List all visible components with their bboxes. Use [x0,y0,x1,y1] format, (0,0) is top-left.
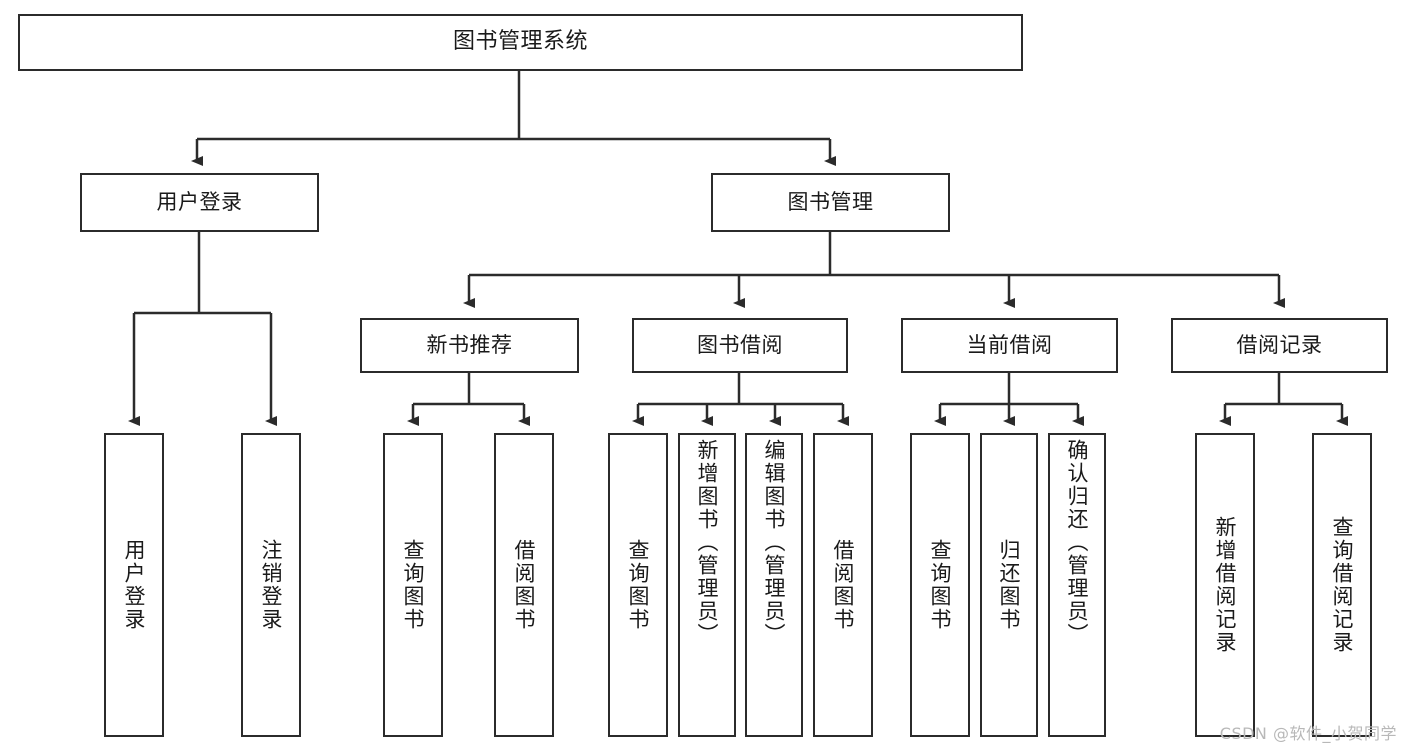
node-book-borrow[interactable]: 图书借阅 [632,318,848,373]
leaf-user-login-login-label: 用户登录 [122,539,147,631]
node-root[interactable]: 图书管理系统 [18,14,1023,71]
node-borrow-record[interactable]: 借阅记录 [1171,318,1388,373]
node-current-borrow-label: 当前借阅 [966,332,1053,357]
leaf-current-confirm-return-label: 确认归还（管理员） [1065,439,1090,646]
leaf-record-query-record[interactable]: 查询借阅记录 [1312,433,1372,737]
leaf-borrow-add-book-label: 新增图书（管理员） [695,439,720,646]
leaf-borrow-query-book-label: 查询图书 [626,539,651,631]
leaf-record-query-record-label: 查询借阅记录 [1330,516,1355,654]
leaf-record-add-record[interactable]: 新增借阅记录 [1195,433,1255,737]
node-user-login-label: 用户登录 [156,189,243,214]
leaf-current-query-book[interactable]: 查询图书 [910,433,970,737]
leaf-borrow-add-book[interactable]: 新增图书（管理员） [678,433,736,737]
leaf-borrow-edit-book-label: 编辑图书（管理员） [762,439,787,646]
leaf-current-confirm-return[interactable]: 确认归还（管理员） [1048,433,1106,737]
node-book-management-label: 图书管理 [787,189,874,214]
leaf-current-return-book[interactable]: 归还图书 [980,433,1038,737]
leaf-current-return-book-label: 归还图书 [997,539,1022,631]
leaf-user-login-logout[interactable]: 注销登录 [241,433,301,737]
leaf-user-login-login[interactable]: 用户登录 [104,433,164,737]
node-user-login[interactable]: 用户登录 [80,173,319,232]
leaf-borrow-borrow-book-label: 借阅图书 [831,539,856,631]
leaf-user-login-logout-label: 注销登录 [259,539,284,631]
leaf-borrow-query-book[interactable]: 查询图书 [608,433,668,737]
leaf-record-add-record-label: 新增借阅记录 [1213,516,1238,654]
leaf-borrow-edit-book[interactable]: 编辑图书（管理员） [745,433,803,737]
node-book-management[interactable]: 图书管理 [711,173,950,232]
node-book-borrow-label: 图书借阅 [697,332,783,357]
leaf-recommend-query-book-label: 查询图书 [401,539,426,631]
leaf-current-query-book-label: 查询图书 [928,539,953,631]
leaf-recommend-borrow-book-label: 借阅图书 [512,539,537,631]
node-new-book-recommend-label: 新书推荐 [426,332,513,357]
node-new-book-recommend[interactable]: 新书推荐 [360,318,579,373]
node-root-label: 图书管理系统 [452,29,588,55]
leaf-recommend-query-book[interactable]: 查询图书 [383,433,443,737]
node-borrow-record-label: 借阅记录 [1236,332,1323,357]
node-current-borrow[interactable]: 当前借阅 [901,318,1118,373]
leaf-recommend-borrow-book[interactable]: 借阅图书 [494,433,554,737]
csdn-watermark: CSDN @软件_小贺同学 [1219,724,1397,743]
leaf-borrow-borrow-book[interactable]: 借阅图书 [813,433,873,737]
